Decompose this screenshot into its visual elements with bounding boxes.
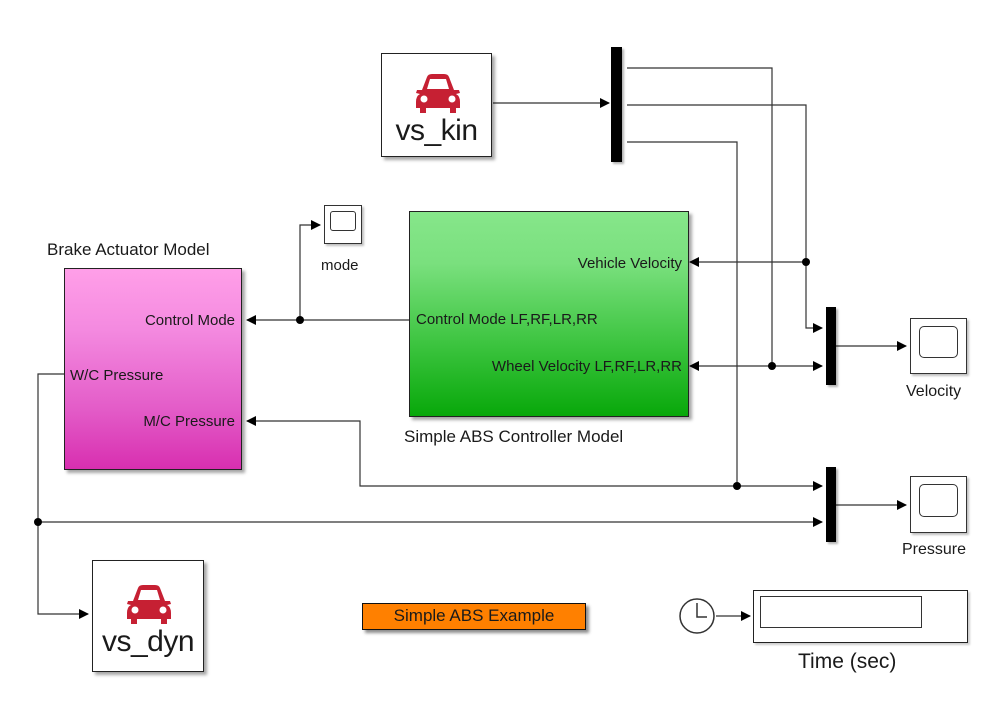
velocity-mux-block[interactable] (826, 307, 836, 385)
branch-point (768, 362, 776, 370)
abs-controller-block[interactable]: Vehicle Velocity Control Mode LF,RF,LR,R… (409, 211, 689, 417)
port-control-mode-out: Control Mode LF,RF,LR,RR (416, 311, 598, 328)
vs-dyn-block[interactable]: vs_dyn (92, 560, 204, 672)
branch-point (733, 482, 741, 490)
clock-block[interactable] (679, 598, 715, 634)
mode-scope-label: mode (321, 257, 359, 274)
time-display-block[interactable] (753, 590, 968, 643)
port-mc-pressure-in: M/C Pressure (143, 413, 235, 430)
port-wheel-velocity-in: Wheel Velocity LF,RF,LR,RR (491, 358, 682, 375)
velocity-scope-block[interactable] (910, 318, 967, 374)
demux-block[interactable] (611, 47, 622, 162)
wire-control-mode-to-scope[interactable] (299, 220, 321, 320)
brake-actuator-block[interactable]: Control Mode W/C Pressure M/C Pressure (64, 268, 242, 470)
vs-dyn-label: vs_dyn (101, 625, 195, 658)
vs-kin-label: vs_kin (395, 114, 478, 147)
port-control-mode-in: Control Mode (144, 312, 235, 329)
mode-scope-block[interactable] (324, 205, 362, 244)
abs-controller-title: Simple ABS Controller Model (404, 427, 624, 446)
scope-icon (919, 326, 958, 358)
wire-mc-pressure[interactable] (246, 416, 737, 487)
scope-icon (919, 484, 958, 517)
scope-icon (330, 211, 356, 231)
branch-point (802, 258, 810, 266)
velocity-scope-label: Velocity (906, 383, 962, 400)
pressure-scope-block[interactable] (910, 476, 967, 533)
example-annotation[interactable]: Simple ABS Example (362, 603, 586, 630)
brake-actuator-title: Brake Actuator Model (47, 240, 210, 259)
car-icon (127, 585, 171, 624)
pressure-mux-block[interactable] (826, 467, 836, 542)
vs-kin-block[interactable]: vs_kin (381, 53, 492, 157)
time-display-label: Time (sec) (798, 650, 897, 673)
branch-point (34, 518, 42, 526)
port-wc-pressure-out: W/C Pressure (70, 367, 164, 384)
branch-point (296, 316, 304, 324)
car-icon (416, 74, 460, 113)
time-display-value (760, 596, 922, 628)
port-vehicle-velocity-in: Vehicle Velocity (577, 255, 682, 272)
wire-demux-out1[interactable] (627, 67, 773, 366)
pressure-scope-label: Pressure (902, 541, 967, 558)
wire-demux-out3[interactable] (627, 141, 738, 486)
wire-wc-pressure[interactable] (37, 373, 89, 619)
